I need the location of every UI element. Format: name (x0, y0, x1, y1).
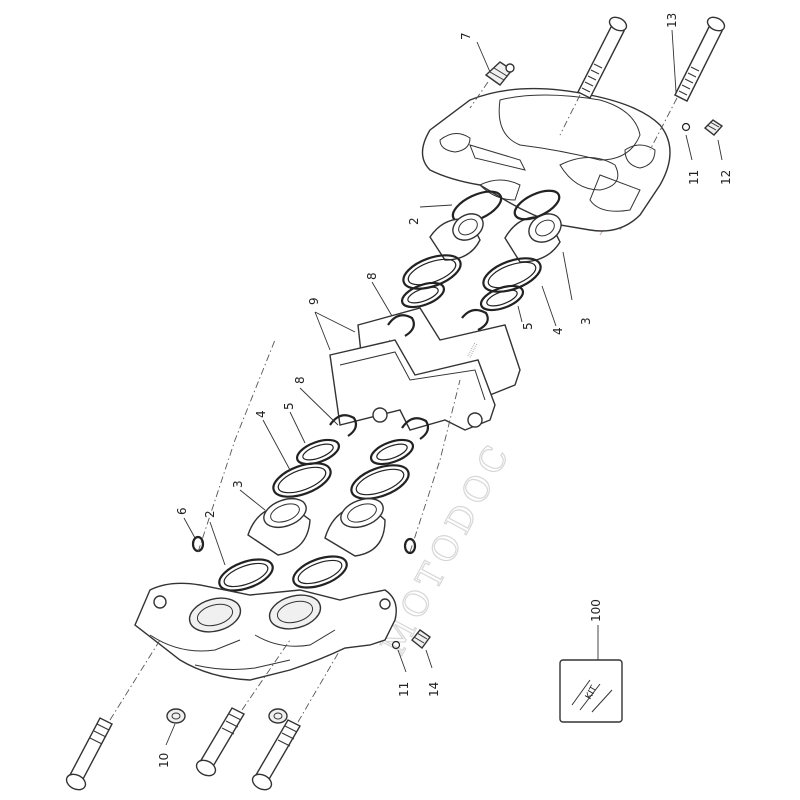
kit-box: KIT (559, 659, 623, 723)
upper-small-oring (681, 122, 691, 132)
lower-small-oring (391, 640, 401, 650)
upper-dust-seal-right (482, 257, 542, 293)
upper-plug (703, 119, 724, 136)
lower-seal-right (292, 555, 348, 589)
callout-3-lower: 3 (231, 480, 245, 488)
leader-lines (165, 29, 723, 746)
callouts: 7 13 11 12 2 3 4 5 8 9 8 4 5 3 2 6 100 1… (157, 13, 733, 768)
callout-5-upper: 5 (521, 322, 535, 330)
callout-8-upper: 8 (365, 272, 379, 280)
lower-ring-left (295, 438, 341, 466)
callout-5-lower: 5 (282, 402, 296, 410)
callout-3-upper: 3 (579, 317, 593, 325)
upper-seal-left (451, 190, 503, 224)
upper-bolt-right (649, 16, 726, 151)
callout-14: 14 (427, 682, 441, 697)
lower-nut-left (166, 708, 186, 724)
lower-caliper-half (134, 582, 397, 681)
upper-pad-clip-left (387, 314, 415, 337)
lower-pad-clip-left (329, 414, 358, 437)
lower-bolt-left (65, 639, 161, 791)
upper-piston-left (429, 213, 484, 261)
lower-seal-left (218, 558, 274, 592)
callout-13: 13 (665, 13, 679, 28)
upper-piston-right (504, 213, 562, 263)
callout-4-upper: 4 (551, 327, 565, 335)
upper-dust-seal-left (402, 254, 462, 290)
callout-2-upper: 2 (407, 217, 421, 225)
callout-2-lower: 2 (203, 510, 217, 518)
upper-pad-clip-right (461, 308, 489, 331)
lower-bolt-right (251, 649, 341, 791)
upper-ring-right (479, 284, 525, 312)
upper-caliper-half (421, 87, 671, 232)
callout-8-lower: 8 (293, 376, 307, 384)
bleed-nipple (469, 61, 515, 109)
lower-piston-right (324, 497, 386, 557)
upper-seal-right (513, 189, 561, 221)
brake-pad-front (329, 339, 496, 431)
lower-bolt-middle (195, 639, 291, 777)
lower-oring-left (191, 535, 205, 553)
callout-11-upper: 11 (687, 170, 701, 185)
upper-bolt-left (559, 16, 628, 136)
lower-dust-seal-right (350, 464, 410, 500)
callout-7: 7 (459, 32, 473, 40)
lower-nut-right (268, 708, 288, 724)
callout-100: 100 (589, 599, 603, 622)
lower-oring-right (403, 537, 417, 555)
lower-plug (411, 629, 431, 650)
lower-pad-clip-right (401, 417, 430, 440)
callout-9: 9 (307, 297, 321, 305)
lower-ring-right (369, 438, 415, 466)
upper-ring-left (400, 281, 446, 309)
callout-4-lower: 4 (254, 410, 268, 418)
callout-10: 10 (157, 753, 171, 768)
callout-12: 12 (719, 170, 733, 185)
watermark: MOTODOC (374, 434, 520, 661)
callout-11-lower: 11 (397, 682, 411, 697)
callout-6: 6 (175, 507, 189, 515)
lower-piston-left (247, 497, 311, 556)
lower-dust-seal-left (272, 462, 332, 498)
